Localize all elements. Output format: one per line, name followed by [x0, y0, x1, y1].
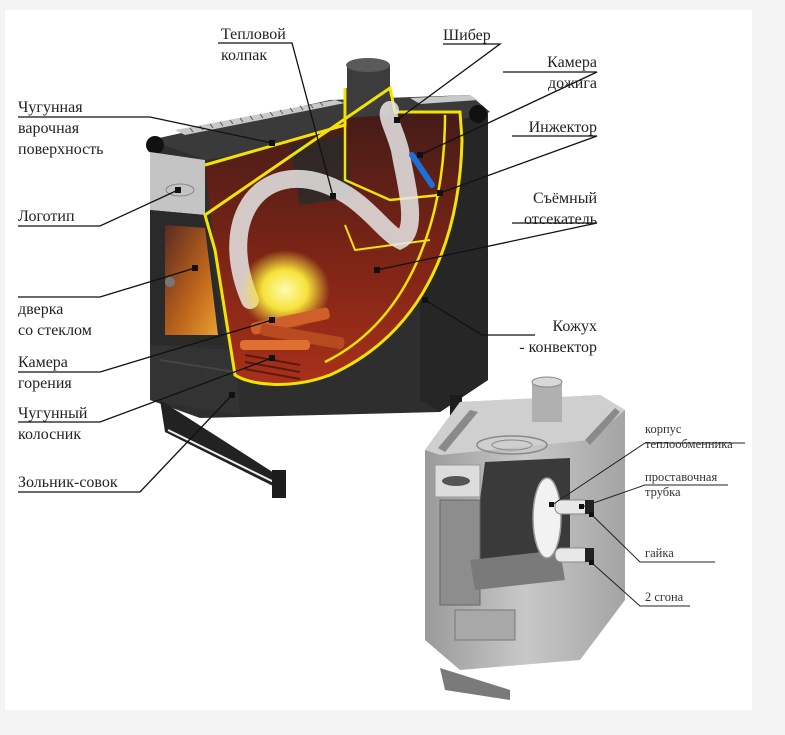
firewood: [240, 307, 345, 350]
label-injector: Инжектор: [528, 119, 597, 136]
label-heat-cap-line1: Тепловой: [221, 26, 286, 43]
label-casing-line2: - конвектор: [519, 339, 597, 356]
label-afterburn-chamber: Камера дожига: [505, 52, 597, 94]
logo-panel: [150, 152, 205, 215]
injector-flame: [409, 152, 435, 188]
nut-top: [585, 500, 594, 514]
label-cooktop-line1: Чугунная: [18, 99, 83, 116]
label-heat-cap-line2: колпак: [221, 47, 268, 64]
label-grate-line2: колосник: [18, 426, 82, 443]
label-afterburn-line1: Камера: [547, 54, 597, 71]
grey-stove-top: [425, 395, 625, 455]
label-door-line2: со стеклом: [18, 322, 92, 339]
door-handle: [165, 277, 175, 287]
nut-bottom: [585, 548, 594, 562]
chimney-pipe: [347, 65, 390, 118]
label-exchanger-body: корпус теплообменника: [645, 422, 733, 452]
label-cutter-line2: отсекатель: [524, 211, 597, 228]
label-ash-pan: Зольник-совок: [18, 474, 118, 491]
leader-lines: [18, 42, 598, 493]
label-logo: Логотип: [18, 208, 75, 225]
label-exchanger-body-line2: теплообменника: [645, 437, 733, 451]
logo-emblem: [165, 183, 195, 197]
label-spacer-line2: трубка: [645, 485, 681, 499]
leader-dots: [175, 117, 443, 398]
label-casing-line1: Кожух: [552, 318, 597, 335]
label-exchanger-body-line1: корпус: [645, 422, 682, 436]
glass-door: [165, 225, 218, 335]
label-spacer-line1: проставочная: [645, 470, 718, 484]
label-cooktop-line3: поверхность: [18, 141, 104, 158]
flame: [240, 250, 330, 330]
label-afterburn-line2: дожига: [547, 75, 597, 92]
label-cooktop-line2: варочная: [18, 120, 80, 137]
label-casing-convector: Кожух - конвектор: [490, 316, 597, 358]
smoke-flow: [229, 101, 420, 309]
label-combustion-line1: Камера: [18, 354, 68, 371]
spacer-tube-top: [554, 499, 591, 515]
label-combustion-line2: горения: [18, 375, 72, 392]
label-damper: Шибер: [443, 27, 491, 44]
label-combustion-chamber: Камера горения: [18, 352, 72, 394]
heat-exchanger-body: [532, 477, 562, 559]
label-couplings: 2 сгона: [645, 590, 684, 604]
grey-chimney: [532, 382, 562, 422]
label-spacer-tube: проставочная трубка: [645, 470, 717, 500]
label-heat-cap: Тепловой колпак: [221, 24, 286, 66]
label-cast-iron-grate: Чугунный колосник: [18, 403, 87, 445]
label-nut: гайка: [645, 546, 674, 560]
label-door-line1: дверка: [18, 301, 64, 318]
label-glass-door: дверка со стеклом: [18, 299, 92, 341]
label-grate-line1: Чугунный: [18, 405, 88, 422]
main-stove: [146, 58, 490, 498]
label-cooktop: Чугунная варочная поверхность: [18, 97, 103, 160]
label-cutter-line1: Съёмный: [532, 190, 597, 207]
leader-lines-exchanger: [551, 442, 745, 607]
heat-exchanger-stove: [425, 376, 625, 700]
spacer-tube-bottom: [554, 547, 591, 563]
label-removable-cutter: Съёмный отсекатель: [497, 188, 597, 230]
